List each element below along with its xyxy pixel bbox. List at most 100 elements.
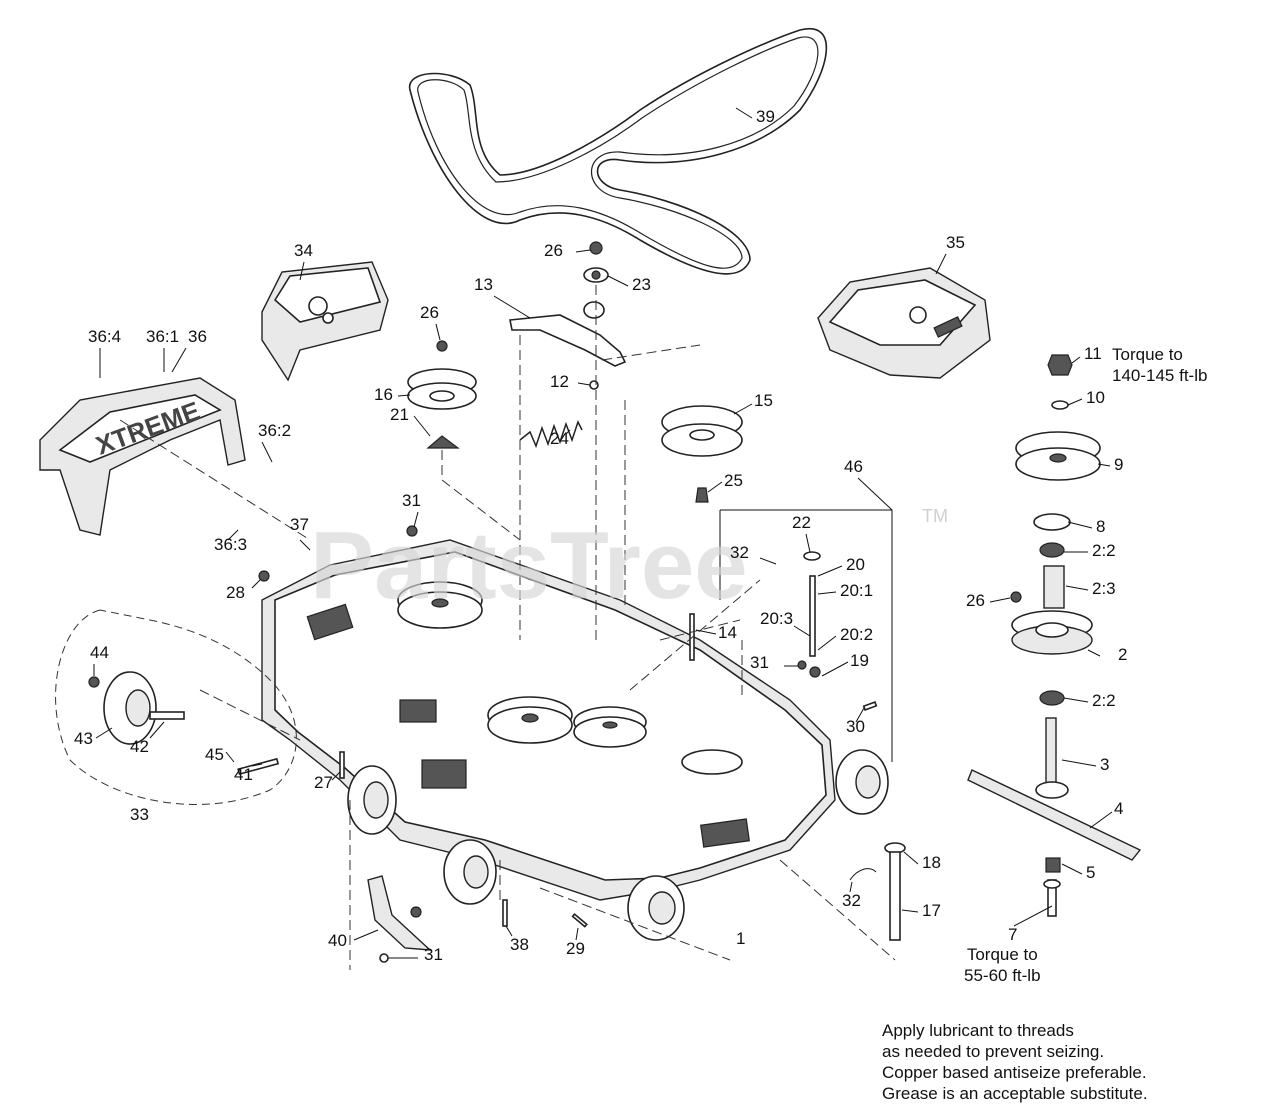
callout-label: 19	[850, 651, 869, 670]
callout-leader	[817, 591, 837, 595]
assembly-lines	[119, 285, 896, 970]
callout-leader	[735, 107, 753, 119]
callout-leader	[565, 429, 571, 435]
callout-label: 35	[946, 233, 965, 252]
torque-bottom-line1: Torque to	[966, 945, 1038, 964]
callout-leader	[261, 441, 273, 463]
partstree-watermark-tm: TM	[922, 506, 948, 526]
height-pin	[849, 842, 906, 941]
callout-leader	[1065, 585, 1089, 591]
callout-leader	[413, 511, 419, 528]
torque-top-line1: Torque to	[1112, 345, 1183, 364]
callout-leader	[793, 625, 811, 637]
belt-cover-right	[817, 267, 991, 379]
drive-belt	[409, 27, 828, 275]
callout-leader	[817, 565, 843, 577]
callout-labels: 122:22:22:334578910111213141516171819202…	[74, 107, 1127, 964]
callout-leader	[817, 635, 837, 651]
callout-label: 10	[1086, 388, 1105, 407]
callout-label: 17	[922, 901, 941, 920]
callout-label: 43	[74, 729, 93, 748]
callout-label: 21	[390, 405, 409, 424]
callout-label: 16	[374, 385, 393, 404]
callout-leader	[575, 249, 591, 253]
callout-label: 2:2	[1092, 691, 1116, 710]
callout-leader	[759, 557, 777, 565]
callout-label: 22	[792, 513, 811, 532]
callout-leader	[1071, 356, 1081, 364]
callout-leader	[227, 529, 239, 541]
callout-label: 41	[234, 765, 253, 784]
lubricant-note: Apply lubricant to threads as needed to …	[882, 1020, 1148, 1104]
callout-leader	[1061, 863, 1083, 875]
callout-label: 31	[402, 491, 421, 510]
callout-label: 27	[314, 773, 333, 792]
callout-label: 39	[756, 107, 775, 126]
callout-leader	[855, 707, 865, 723]
mower-deck	[261, 539, 836, 901]
callout-leader	[821, 661, 849, 677]
callout-leader	[171, 347, 187, 373]
callout-label: 28	[226, 583, 245, 602]
idler-arm-assembly	[509, 241, 627, 449]
callout-leader	[575, 927, 579, 941]
callout-label: 2	[1118, 645, 1127, 664]
callout-leader	[805, 533, 811, 553]
callout-label: 26	[966, 591, 985, 610]
callout-leader	[1067, 521, 1093, 529]
callout-label: 13	[474, 275, 493, 294]
belt-cover-left	[261, 261, 389, 382]
lubricant-line: as needed to prevent seizing.	[882, 1042, 1105, 1061]
callout-label: 45	[205, 745, 224, 764]
callout-leader	[1063, 697, 1089, 703]
callout-label: 18	[922, 853, 941, 872]
callout-leader	[607, 275, 629, 287]
callout-label: 1	[736, 929, 745, 948]
callout-label: 20:1	[840, 581, 873, 600]
callout-leader	[397, 394, 411, 397]
callout-label: 42	[130, 737, 149, 756]
callout-label: 14	[718, 623, 737, 642]
callout-leader	[901, 909, 919, 913]
callout-leader	[903, 851, 919, 865]
deck-wheels	[347, 749, 889, 941]
callout-label: 32	[730, 543, 749, 562]
callout-label: 26	[544, 241, 563, 260]
callout-leader	[1013, 905, 1053, 927]
callout-leader	[413, 415, 431, 437]
torque-top-line2: 140-145 ft-lb	[1112, 366, 1208, 385]
partstree-watermark: PartsTree	[310, 512, 748, 619]
callout-label: 36:1	[146, 327, 179, 346]
callout-leader	[251, 763, 263, 767]
callout-leader	[1067, 398, 1083, 406]
torque-note-top: Torque to 140-145 ft-lb	[1112, 344, 1207, 386]
callout-label: 23	[632, 275, 651, 294]
callout-leader	[251, 579, 261, 589]
callout-leader	[1089, 811, 1113, 829]
callout-label: 15	[754, 391, 773, 410]
lubricant-line: Grease is an acceptable substitute.	[882, 1084, 1148, 1103]
callout-label: 33	[130, 805, 149, 824]
spindle-assembly	[967, 354, 1142, 917]
callout-leader	[1097, 463, 1111, 467]
callout-label: 46	[844, 457, 863, 476]
torque-note-bottom: Torque to 55-60 ft-lb	[964, 944, 1041, 986]
callout-leader	[149, 721, 165, 739]
callout-label: 29	[566, 939, 585, 958]
latch-bracket	[367, 875, 432, 963]
callout-label: 3	[1100, 755, 1109, 774]
deck-shield-left: XTREME	[39, 377, 246, 536]
callout-leader	[353, 929, 379, 941]
pulley-16	[407, 340, 477, 449]
callout-label: 34	[294, 241, 313, 260]
callout-leader	[331, 771, 341, 781]
callout-leader	[95, 727, 113, 739]
callout-leader	[1087, 649, 1101, 657]
callout-leader	[733, 403, 753, 415]
roller-wheel-kit	[55, 609, 297, 805]
callout-label: 5	[1086, 863, 1095, 882]
callout-label: 12	[550, 372, 569, 391]
callout-leader	[299, 539, 311, 551]
callout-label: 32	[842, 891, 861, 910]
